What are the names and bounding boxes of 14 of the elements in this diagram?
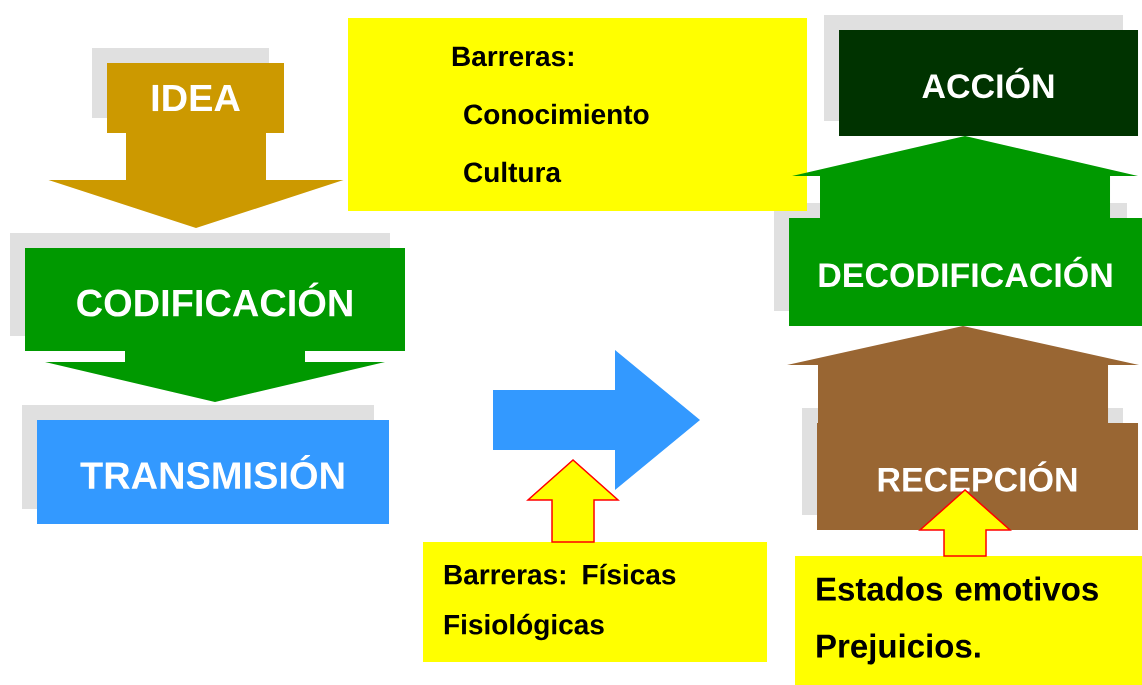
block-arrow xyxy=(526,459,620,543)
note-box: Barreras: Conocimiento Cultura xyxy=(348,18,807,211)
process-box: ACCIÓN xyxy=(824,15,1138,136)
block-arrow xyxy=(45,351,385,402)
block-arrow xyxy=(787,326,1139,423)
note-box: Estados emotivos Prejuicios. xyxy=(795,556,1142,685)
note-box: Barreras: Físicas Fisiológicas xyxy=(423,542,767,662)
block-arrow xyxy=(792,136,1138,218)
block-arrow xyxy=(48,133,344,228)
block-arrow xyxy=(493,350,700,490)
process-box: CODIFICACIÓN xyxy=(10,233,405,351)
process-box: TRANSMISIÓN xyxy=(22,405,389,524)
process-box: IDEA xyxy=(92,48,284,133)
block-arrow xyxy=(918,489,1012,557)
